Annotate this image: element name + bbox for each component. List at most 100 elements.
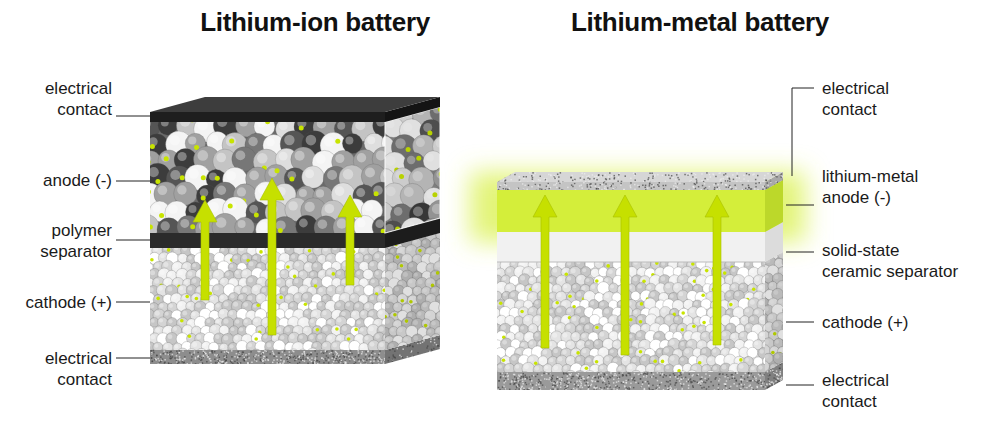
particle bbox=[441, 272, 450, 281]
particle-highlight bbox=[196, 318, 201, 323]
particle-highlight bbox=[286, 310, 290, 314]
particle-highlight bbox=[234, 255, 238, 259]
particle-highlight bbox=[376, 352, 380, 356]
particle-highlight bbox=[202, 327, 206, 331]
particle-highlight bbox=[211, 280, 215, 284]
particle-highlight bbox=[277, 280, 281, 284]
speckle bbox=[433, 348, 435, 350]
particle-highlight bbox=[304, 279, 309, 284]
particle-highlight bbox=[290, 318, 295, 323]
particle-highlight bbox=[281, 271, 285, 275]
speckle bbox=[217, 359, 219, 361]
speckle bbox=[305, 358, 307, 360]
particle-highlight bbox=[364, 271, 368, 275]
speckle bbox=[248, 362, 250, 364]
speckle bbox=[346, 356, 348, 358]
speckle bbox=[179, 359, 181, 361]
particle-highlight bbox=[295, 311, 300, 316]
speckle bbox=[355, 362, 357, 364]
particle-highlight bbox=[216, 153, 226, 163]
speckle bbox=[401, 363, 403, 365]
lithium-ion-dot bbox=[228, 204, 233, 209]
speckle bbox=[424, 354, 426, 356]
speckle bbox=[202, 363, 204, 365]
particle-highlight bbox=[158, 186, 168, 196]
speckle bbox=[284, 354, 286, 356]
speckle bbox=[355, 356, 357, 358]
particle-highlight bbox=[379, 262, 383, 266]
speckle bbox=[316, 356, 318, 358]
particle-highlight bbox=[371, 279, 375, 283]
speckle bbox=[212, 352, 214, 354]
particle-highlight bbox=[380, 264, 385, 269]
speckle bbox=[239, 355, 241, 357]
lithium-ion-dot bbox=[278, 228, 283, 233]
particle-highlight bbox=[328, 352, 333, 357]
particle-highlight bbox=[304, 328, 308, 332]
particle-highlight bbox=[196, 255, 201, 260]
speckle bbox=[297, 356, 299, 358]
particle bbox=[336, 350, 346, 360]
particle bbox=[354, 253, 364, 263]
speckle bbox=[218, 360, 220, 362]
particle-highlight bbox=[324, 263, 328, 267]
particle-highlight bbox=[370, 262, 374, 266]
speckle bbox=[248, 357, 250, 359]
particle-highlight bbox=[299, 189, 307, 197]
speckle bbox=[290, 357, 292, 359]
speckle bbox=[348, 356, 350, 358]
particle-highlight bbox=[323, 327, 328, 332]
speckle bbox=[362, 351, 364, 353]
particle-highlight bbox=[225, 272, 229, 276]
speckle bbox=[203, 352, 205, 354]
particle-highlight bbox=[380, 279, 384, 283]
particle-highlight bbox=[290, 351, 294, 355]
particle-highlight bbox=[378, 295, 382, 299]
speckle bbox=[365, 351, 367, 353]
speckle bbox=[324, 358, 326, 360]
particle-highlight bbox=[239, 295, 244, 300]
speckle bbox=[221, 361, 223, 363]
speckle bbox=[436, 344, 438, 346]
particle-highlight bbox=[360, 328, 364, 332]
speckle bbox=[281, 358, 283, 360]
speckle bbox=[410, 350, 412, 352]
particle bbox=[375, 286, 385, 296]
speckle bbox=[406, 362, 408, 364]
speckle bbox=[344, 354, 346, 356]
speckle bbox=[341, 360, 343, 362]
speckle bbox=[238, 363, 240, 365]
particle-highlight bbox=[409, 345, 413, 349]
speckle bbox=[179, 356, 181, 358]
particle-highlight bbox=[225, 286, 230, 291]
speckle bbox=[199, 363, 201, 365]
particle-highlight bbox=[309, 335, 314, 340]
speckle bbox=[344, 361, 346, 363]
particle-highlight bbox=[240, 279, 244, 283]
particle-highlight bbox=[279, 121, 288, 130]
particle bbox=[359, 343, 369, 353]
speckle bbox=[159, 361, 161, 363]
speckle bbox=[299, 362, 301, 364]
speckle bbox=[151, 354, 153, 356]
particle-highlight bbox=[355, 287, 360, 292]
speckle bbox=[429, 351, 431, 353]
particle-highlight bbox=[441, 240, 446, 245]
speckle bbox=[203, 350, 205, 352]
particle-highlight bbox=[341, 342, 346, 347]
speckle bbox=[310, 352, 312, 354]
lithium-ion-dot bbox=[304, 302, 308, 306]
speckle bbox=[422, 342, 424, 344]
particle-highlight bbox=[284, 135, 294, 145]
speckle bbox=[363, 360, 365, 362]
speckle bbox=[410, 345, 412, 347]
speckle bbox=[416, 361, 418, 363]
speckle bbox=[298, 357, 300, 359]
speckle bbox=[184, 362, 186, 364]
speckle bbox=[351, 357, 353, 359]
particle-highlight bbox=[318, 351, 323, 356]
particle-highlight bbox=[229, 311, 233, 315]
speckle bbox=[282, 363, 284, 365]
speckle bbox=[247, 363, 249, 365]
particle-highlight bbox=[328, 335, 333, 340]
